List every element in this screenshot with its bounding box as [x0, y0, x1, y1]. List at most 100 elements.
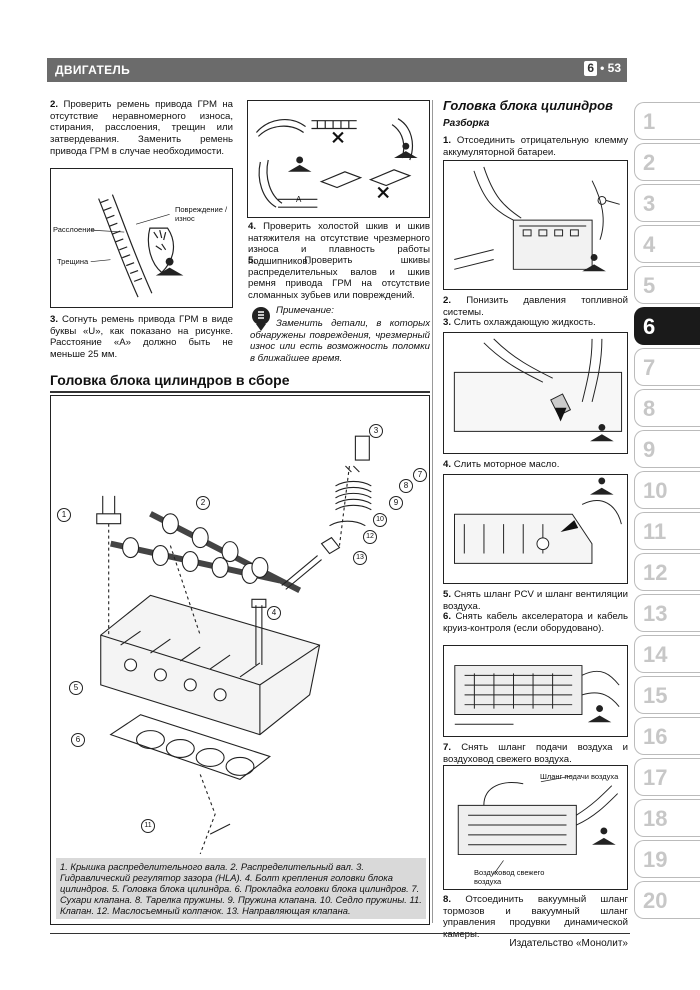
step-text: Снять кабель акселератора и кабель круиз…	[443, 611, 628, 634]
chapter-tab-17[interactable]: 17	[634, 758, 700, 796]
step-number: 5.	[443, 589, 452, 600]
publisher: Издательство «Монолит»	[509, 938, 628, 949]
chapter-tab-15[interactable]: 15	[634, 676, 700, 714]
step-text: Согнуть ремень привода ГРМ в виде буквы …	[50, 314, 233, 361]
step-text: Снять шланг подачи воздуха и воздуховод …	[443, 742, 628, 765]
page-number: 53	[607, 61, 621, 75]
callout-1: 1	[57, 508, 71, 522]
chapter-tab-1[interactable]: 1	[634, 102, 700, 140]
step-number: 6.	[443, 611, 452, 622]
right-step-4: 4. Слить моторное масло.	[443, 459, 628, 471]
assembly-caption: 1. Крышка распределительного вала. 2. Ра…	[56, 858, 426, 920]
dimension-a-label: A	[296, 195, 302, 204]
label-crack: Трещина	[57, 257, 89, 266]
chapter-number: 6	[584, 61, 598, 76]
step-number: 4.	[248, 221, 257, 232]
intake-manifold-illustration	[454, 665, 620, 725]
step-text: Отсоединить вакуумный шланг тормозов и в…	[443, 894, 628, 941]
step-text: Снять шланг PCV и шланг вентиляции возду…	[443, 589, 628, 612]
chapter-tab-14[interactable]: 14	[634, 635, 700, 673]
chapter-tab-3[interactable]: 3	[634, 184, 700, 222]
section-title: ДВИГАТЕЛЬ	[55, 63, 131, 77]
belt-damage-figure: Расслоение Трещина Повреждение / износ	[50, 168, 233, 308]
chapter-tab-20[interactable]: 20	[634, 881, 700, 919]
header-bullet: •	[600, 61, 605, 75]
belt-check-illustration	[255, 118, 418, 208]
right-section-title: Головка блока цилиндров	[443, 98, 613, 113]
callout-7: 7	[413, 468, 427, 482]
callout-6: 6	[71, 733, 85, 747]
chapter-tab-4[interactable]: 4	[634, 225, 700, 263]
oil-drain-figure	[443, 474, 628, 584]
note-icon	[252, 307, 270, 331]
callout-13: 13	[353, 551, 367, 565]
engine-top-figure	[443, 645, 628, 737]
right-step-3: 3. Слить охлаждающую жидкость.	[443, 317, 628, 329]
page-number-block: 6• 53	[584, 61, 621, 76]
label-fresh-air-duct: Воздуховод свежего воздуха	[474, 868, 545, 887]
battery-figure	[443, 160, 628, 290]
page-header: ДВИГАТЕЛЬ 6• 53	[47, 58, 627, 82]
coolant-drain-figure	[443, 332, 628, 454]
step-number: 4.	[443, 459, 452, 470]
label-air-hose: Шланг подачи воздуха	[540, 772, 619, 781]
note-text: Заменить детали, в которых обнаружены по…	[250, 318, 430, 365]
chapter-tab-11[interactable]: 11	[634, 512, 700, 550]
step-text: Отсоединить отрицательную клемму аккумул…	[443, 135, 629, 158]
chapter-tab-2[interactable]: 2	[634, 143, 700, 181]
step-number: 2.	[50, 99, 59, 110]
chapter-tab-13[interactable]: 13	[634, 594, 700, 632]
label-damage-wear: Повреждение / износ	[175, 205, 228, 224]
chapter-tab-7[interactable]: 7	[634, 348, 700, 386]
step-text: Проверить холостой шкив и шкив натяжител…	[248, 221, 430, 268]
callout-10: 10	[373, 513, 387, 527]
assembly-heading: Головка блока цилиндров в сборе	[50, 372, 430, 394]
step-text: Понизить давления топливной системы.	[443, 295, 629, 318]
step-number: 3.	[443, 317, 452, 328]
callout-8: 8	[399, 479, 413, 493]
exploded-view-diagram	[96, 435, 372, 855]
chapter-tab-9[interactable]: 9	[634, 430, 700, 468]
oil-pan-illustration	[454, 477, 622, 564]
right-step-2: 2. Понизить давления топливной системы.	[443, 295, 628, 318]
chapter-tab-5[interactable]: 5	[634, 266, 700, 304]
step-number: 7.	[443, 742, 452, 753]
belt-inspection-figure: A	[247, 100, 430, 218]
step-text: Слить охлаждающую жидкость.	[453, 317, 596, 328]
middle-step-4: 4. Проверить холостой шкив и шкив натяжи…	[248, 221, 430, 268]
step-number: 5.	[248, 255, 257, 266]
right-step-7: 7. Снять шланг подачи воздуха и воздухов…	[443, 742, 628, 765]
left-step-3: 3. Согнуть ремень привода ГРМ в виде бук…	[50, 314, 233, 361]
middle-step-5: 5. Проверить шкивы распределительных вал…	[248, 255, 430, 302]
footer-divider	[50, 933, 630, 934]
battery-terminal-illustration	[454, 166, 620, 272]
step-text: Проверить ремень привода ГРМ на отсутств…	[50, 99, 233, 157]
callout-9: 9	[389, 496, 403, 510]
cylinder-head-assembly-figure: 1 2 3 4 5 6 7 8 9 10 11 12 13	[50, 395, 430, 925]
chapter-tab-16[interactable]: 16	[634, 717, 700, 755]
callout-2: 2	[196, 496, 210, 510]
step-number: 2.	[443, 295, 452, 306]
note-title: Примечание:	[276, 305, 334, 316]
air-hose-illustration	[457, 775, 619, 875]
right-subtitle: Разборка	[443, 118, 490, 129]
label-delamination: Расслоение	[53, 225, 95, 234]
right-step-1: 1. Отсоединить отрицательную клемму акку…	[443, 135, 628, 158]
step-number: 3.	[50, 314, 59, 325]
step-text: Слить моторное масло.	[453, 459, 560, 470]
chapter-tab-18[interactable]: 18	[634, 799, 700, 837]
callout-4: 4	[267, 606, 281, 620]
left-step-2: 2. Проверить ремень привода ГРМ на отсут…	[50, 99, 233, 158]
callout-12: 12	[363, 530, 377, 544]
callout-11: 11	[141, 819, 155, 833]
step-text: Проверить шкивы распределительных валов …	[248, 255, 431, 302]
column-divider	[432, 100, 433, 923]
step-number: 8.	[443, 894, 452, 905]
right-step-6: 6. Снять кабель акселератора и кабель кр…	[443, 611, 628, 634]
chapter-tab-8[interactable]: 8	[634, 389, 700, 427]
chapter-tab-6[interactable]: 6	[634, 307, 700, 345]
callout-5: 5	[69, 681, 83, 695]
chapter-tab-10[interactable]: 10	[634, 471, 700, 509]
chapter-tab-19[interactable]: 19	[634, 840, 700, 878]
chapter-tab-12[interactable]: 12	[634, 553, 700, 591]
